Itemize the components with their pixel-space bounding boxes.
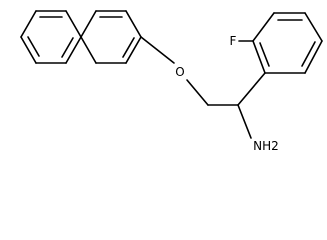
- atom-label-fluorine: F: [230, 34, 237, 48]
- atom-label-amine: NH2: [253, 139, 279, 153]
- double-bond-inner: [27, 36, 40, 57]
- bond: [20, 10, 37, 38]
- amine-bond: [237, 104, 252, 139]
- naphthalene-right-ring: [80, 10, 142, 64]
- bond: [65, 36, 82, 64]
- double-bond-inner: [122, 37, 135, 58]
- ether-linkage: [140, 36, 239, 106]
- chemical-structure-diagram: F O NH2: [20, 10, 323, 153]
- double-bond-inner: [61, 37, 74, 58]
- bond: [125, 36, 142, 64]
- atom-label-oxygen: O: [175, 65, 184, 79]
- bond: [186, 79, 209, 106]
- bond: [304, 12, 323, 42]
- bond: [252, 12, 275, 42]
- double-bond-inner: [259, 42, 270, 67]
- bond: [20, 36, 37, 64]
- fluorophenyl-ring: [237, 12, 323, 106]
- bond: [140, 36, 175, 64]
- bond: [125, 10, 142, 38]
- bond: [304, 40, 323, 74]
- bond: [237, 72, 266, 106]
- naphthalene-left-ring: [20, 10, 82, 64]
- bond: [65, 10, 82, 38]
- double-bond-inner: [301, 41, 316, 67]
- bond: [252, 40, 266, 74]
- bond: [80, 10, 97, 38]
- bond: [80, 36, 97, 64]
